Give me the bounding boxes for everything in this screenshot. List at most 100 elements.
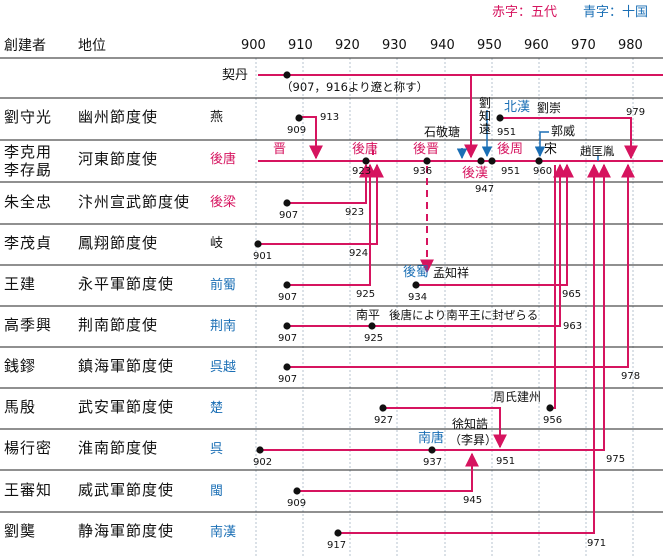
year-923-liang: 923 xyxy=(345,207,365,218)
position-jinghai: 静海軍節度使 xyxy=(78,522,175,540)
label-zhou-jianzhou: 周氏建州 xyxy=(493,390,542,404)
founder-ma-yin: 馬殷 xyxy=(4,398,37,416)
label-nanping: 南平 xyxy=(356,308,381,322)
year-917: 917 xyxy=(327,540,347,551)
year-909-yan: 909 xyxy=(287,125,307,136)
year-923-tang: 923 xyxy=(352,166,372,177)
position-zhenhai: 鎮海軍節度使 xyxy=(78,357,175,375)
state-jingnan: 荆南 xyxy=(210,319,237,334)
header-founder: 創建者 xyxy=(4,38,46,54)
year-913: 913 xyxy=(320,112,340,123)
year-975: 975 xyxy=(606,454,626,465)
label-later-shu: 後蜀 xyxy=(403,265,430,280)
position-jingnan: 荆南節度使 xyxy=(78,316,159,334)
year-907-jingnan: 907 xyxy=(278,333,298,344)
label-later-tang: 後唐 xyxy=(352,142,379,157)
legend-blue-label: 青字：十国 xyxy=(583,5,649,20)
khitan-note: （907，916より遼と称す） xyxy=(281,80,429,94)
year-947: 947 xyxy=(475,184,495,195)
founder-li-maozhen: 李茂貞 xyxy=(4,234,53,252)
year-951-nh: 951 xyxy=(497,127,517,138)
state-min: 閩 xyxy=(210,484,224,499)
position-yongping: 永平軍節度使 xyxy=(78,275,175,293)
year-979: 979 xyxy=(626,107,646,118)
founder-yang-xingmi: 楊行密 xyxy=(4,439,53,457)
label-song: 宋 xyxy=(544,142,558,157)
label-northern-han: 北漢 xyxy=(504,100,531,115)
header-position: 地位 xyxy=(78,38,106,54)
label-later-zhou: 後周 xyxy=(497,142,524,157)
position-weiwu: 威武軍節度使 xyxy=(78,481,175,499)
year-945: 945 xyxy=(463,495,483,506)
position-fengxiang: 鳳翔節度使 xyxy=(78,234,159,252)
state-southern-han: 南漢 xyxy=(210,525,237,540)
position-bianzhou: 汴州宣武節度使 xyxy=(78,193,191,211)
label-later-jin: 後晋 xyxy=(413,142,440,157)
tick-980: 980 xyxy=(618,38,643,53)
year-907-wuyue: 907 xyxy=(278,374,298,385)
label-jin: 晋 xyxy=(273,142,287,157)
label-xu-zhigao: 徐知誥 xyxy=(452,417,489,431)
position-wuan: 武安軍節度使 xyxy=(78,398,175,416)
position-hedong: 河東節度使 xyxy=(78,150,159,168)
year-978: 978 xyxy=(621,371,641,382)
founder-gao-jixing: 高季興 xyxy=(4,316,53,334)
year-927: 927 xyxy=(374,415,394,426)
year-grid xyxy=(255,58,634,557)
founder-zhu-quanzhong: 朱全忠 xyxy=(4,193,53,211)
founder-wang-jian: 王建 xyxy=(4,275,37,293)
label-liu-chong: 劉崇 xyxy=(537,101,562,115)
position-youzhou: 幽州節度使 xyxy=(78,108,159,126)
label-nanping-note: 後唐により南平王に封ぜらる xyxy=(389,308,539,322)
year-951-tang: 951 xyxy=(496,456,516,467)
year-907-liang: 907 xyxy=(279,210,299,221)
guo-wei-arrow xyxy=(534,131,549,158)
year-925-jingnan: 925 xyxy=(364,333,384,344)
tick-910: 910 xyxy=(288,38,313,53)
label-meng-zhixiang: 孟知祥 xyxy=(433,266,470,280)
legend-red-label: 赤字：五代 xyxy=(492,5,558,20)
year-902: 902 xyxy=(253,457,273,468)
year-971: 971 xyxy=(587,538,607,549)
row-separators xyxy=(0,57,663,513)
state-khitan: 契丹 xyxy=(222,68,249,83)
year-956: 956 xyxy=(543,415,563,426)
tick-960: 960 xyxy=(524,38,549,53)
label-zhao-kuangyin: 趙匡胤 xyxy=(580,144,615,158)
state-wu: 呉 xyxy=(210,442,224,457)
tick-950: 950 xyxy=(477,38,502,53)
year-951-zhou: 951 xyxy=(501,166,521,177)
state-qi: 岐 xyxy=(210,236,224,251)
state-chu: 楚 xyxy=(210,401,224,416)
year-909-min: 909 xyxy=(287,498,307,509)
tick-930: 930 xyxy=(382,38,407,53)
tick-900: 900 xyxy=(241,38,266,53)
year-960: 960 xyxy=(533,166,553,177)
founder-qian-liu: 銭鏐 xyxy=(4,357,37,375)
year-924: 924 xyxy=(349,248,369,259)
tick-920: 920 xyxy=(335,38,360,53)
year-963: 963 xyxy=(563,321,583,332)
event-dots xyxy=(254,71,554,537)
founder-li-keyong: 李克用 李存勗 xyxy=(4,143,53,179)
year-936: 936 xyxy=(413,166,433,177)
founder-wang-shenzhi: 王審知 xyxy=(4,481,53,499)
founder-liu-shouguang: 劉守光 xyxy=(4,108,53,126)
tick-940: 940 xyxy=(430,38,455,53)
year-901: 901 xyxy=(253,251,273,262)
state-later-liang: 後梁 xyxy=(210,195,237,210)
state-wuyue: 呉越 xyxy=(210,360,237,375)
label-shi-jingtang: 石敬瑭 xyxy=(424,125,461,139)
state-former-shu: 前蜀 xyxy=(210,278,237,293)
label-li-bian: （李昪） xyxy=(449,433,498,447)
year-925-shu: 925 xyxy=(356,289,376,300)
founder-liu-yan: 劉龑 xyxy=(4,522,37,540)
year-937: 937 xyxy=(423,457,443,468)
state-yan: 燕 xyxy=(210,110,224,125)
state-later-tang: 後唐 xyxy=(210,152,237,167)
label-liu-zhiyuan: 劉 知 遠 xyxy=(479,96,492,136)
label-southern-tang: 南唐 xyxy=(418,431,445,446)
year-907-shu: 907 xyxy=(278,292,298,303)
year-934: 934 xyxy=(408,292,428,303)
year-965: 965 xyxy=(562,289,582,300)
